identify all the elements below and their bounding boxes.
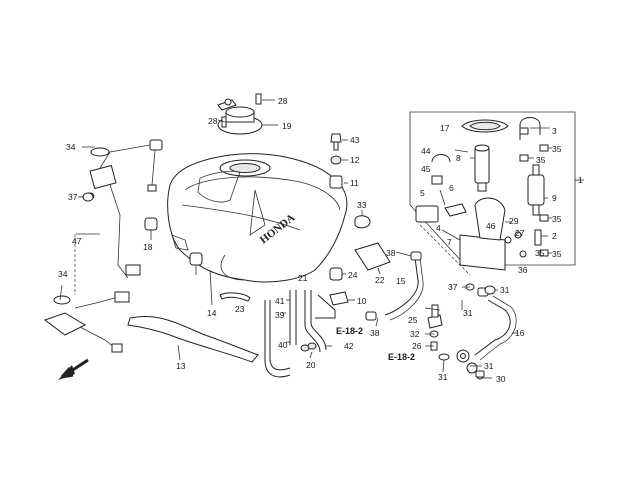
fuel-sender-upper: [85, 139, 163, 279]
label-39: 39: [275, 310, 285, 320]
bolt-collar-stack: [329, 133, 348, 189]
label-6: 6: [449, 183, 454, 193]
label-38-bottom: 38: [370, 328, 380, 338]
fuel-cap-assembly: [217, 93, 278, 135]
label-17: 17: [440, 123, 450, 133]
label-28-top: 28: [278, 96, 288, 106]
label-14: 14: [207, 308, 217, 318]
label-9: 9: [552, 193, 557, 203]
label-29: 29: [509, 216, 519, 226]
label-35-b: 35: [536, 155, 546, 165]
label-43: 43: [350, 135, 360, 145]
fuel-pump-box: [409, 111, 584, 266]
valve-25: [427, 304, 443, 351]
label-31-b: 31: [463, 308, 473, 318]
label-41: 41: [275, 296, 285, 306]
strip-13: [127, 316, 259, 363]
label-2: 2: [552, 231, 557, 241]
label-26: 26: [412, 341, 422, 351]
label-36: 36: [518, 265, 528, 275]
label-34-lower: 34: [58, 269, 68, 279]
label-31-c: 31: [438, 372, 448, 382]
label-19: 19: [282, 121, 292, 131]
label-15: 15: [396, 276, 406, 286]
label-31-a: 31: [500, 285, 510, 295]
label-10: 10: [357, 296, 367, 306]
label-21: 21: [298, 273, 308, 283]
clip-33: [354, 215, 371, 229]
label-33: 33: [357, 200, 367, 210]
label-42: 42: [344, 341, 354, 351]
label-27: 27: [515, 228, 525, 238]
label-8: 8: [456, 153, 461, 163]
label-35-e: 35: [552, 249, 562, 259]
label-31-d: 31: [484, 361, 494, 371]
label-44: 44: [421, 146, 431, 156]
grommet-24: [329, 267, 343, 281]
clamp-10: [329, 291, 349, 306]
label-37-left: 37: [68, 192, 78, 202]
label-24: 24: [348, 270, 358, 280]
ref-e18-upper: E-18-2: [336, 326, 363, 336]
label-30: 30: [496, 374, 506, 384]
label-4: 4: [436, 223, 441, 233]
fuel-tank: HONDA: [167, 153, 348, 283]
leader-lines: [59, 127, 552, 379]
label-25: 25: [408, 315, 418, 325]
plate-22: [354, 242, 391, 271]
label-28-left: 28: [208, 116, 218, 126]
washer-31: [484, 285, 496, 295]
label-3: 3: [552, 126, 557, 136]
label-13: 13: [176, 361, 186, 371]
damper-18a: [144, 217, 158, 231]
label-38-top: 38: [386, 248, 396, 258]
hose-set: [264, 290, 336, 378]
fuel-sender-lower: [43, 234, 130, 353]
label-18-left: 18: [143, 242, 153, 252]
label-35-c: 35: [552, 214, 562, 224]
label-35-d: 35: [535, 248, 545, 258]
drain-washer-37: [82, 192, 94, 202]
label-23: 23: [235, 304, 245, 314]
label-1: 1: [578, 175, 583, 185]
damper-18b: [189, 252, 203, 266]
label-16: 16: [515, 328, 525, 338]
ref-e18-lower: E-18-2: [388, 352, 415, 362]
label-34-top: 34: [66, 142, 76, 152]
hose-16: [456, 287, 517, 380]
label-7: 7: [447, 237, 452, 247]
label-47: 47: [72, 236, 82, 246]
fuel-pump-parts: [415, 117, 549, 276]
label-32: 32: [410, 329, 420, 339]
label-12: 12: [350, 155, 360, 165]
hose-15: [384, 257, 419, 316]
bracket-14: [209, 269, 213, 306]
label-5: 5: [420, 188, 425, 198]
label-22: 22: [375, 275, 385, 285]
label-45: 45: [421, 164, 431, 174]
label-46: 46: [486, 221, 496, 231]
label-40: 40: [278, 340, 288, 350]
seal-23: [219, 292, 251, 302]
part-labels: 28 28 19 43 12 11 33 22 24 34 37 18 47 3…: [58, 96, 583, 384]
label-20: 20: [306, 360, 316, 370]
label-37-right: 37: [448, 282, 458, 292]
label-35-a: 35: [552, 144, 562, 154]
label-11: 11: [350, 178, 359, 188]
